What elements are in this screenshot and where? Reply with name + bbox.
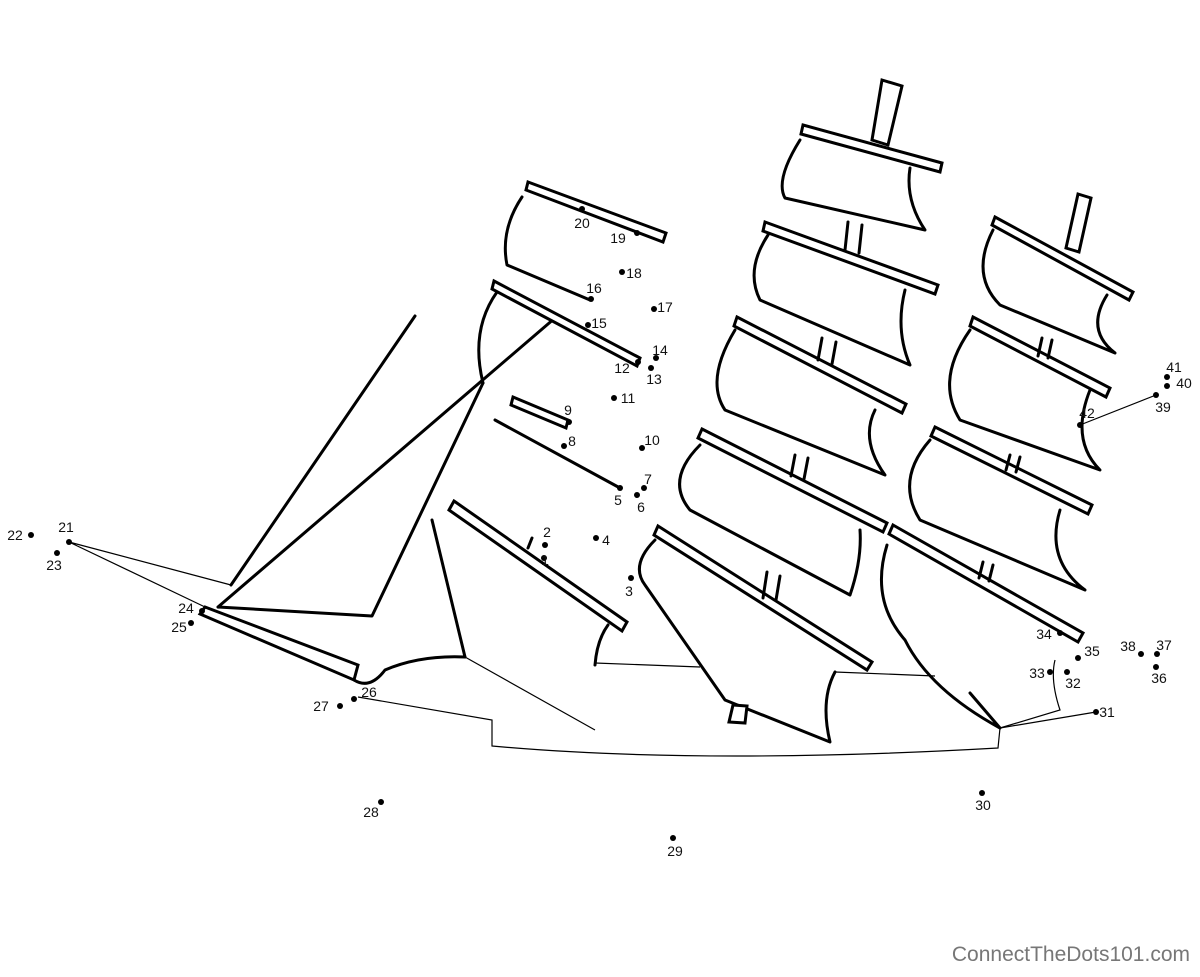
dot-22 — [28, 532, 34, 538]
dot-label: 10 — [644, 432, 660, 448]
dot-37 — [1154, 651, 1160, 657]
dot-label: 15 — [591, 315, 607, 331]
dot-27 — [337, 703, 343, 709]
dot-label: 8 — [568, 433, 576, 449]
bow-curve — [352, 655, 467, 685]
dot-34 — [1057, 630, 1063, 636]
dot-label: 25 — [171, 619, 187, 635]
dot-label: 4 — [602, 532, 610, 548]
dot-label: 19 — [610, 230, 626, 246]
dot-label: 38 — [1120, 638, 1136, 654]
dot-18 — [619, 269, 625, 275]
dot-30 — [979, 790, 985, 796]
dot-23 — [54, 550, 60, 556]
dot-36 — [1153, 664, 1159, 670]
dot-42 — [1077, 422, 1083, 428]
dot-label: 24 — [178, 600, 194, 616]
dot-label: 23 — [46, 557, 62, 573]
dot-label: 20 — [574, 215, 590, 231]
dot-label: 5 — [614, 492, 622, 508]
waterline — [594, 662, 936, 677]
dot-9 — [566, 419, 572, 425]
dot-21 — [66, 539, 72, 545]
dot-label: 32 — [1065, 675, 1081, 691]
dot-label: 39 — [1155, 399, 1171, 415]
dot-label: 34 — [1036, 626, 1052, 642]
dot-24 — [199, 608, 205, 614]
dot-31 — [1093, 709, 1099, 715]
dot-label: 22 — [7, 527, 23, 543]
mizzen-mast — [880, 192, 1157, 730]
dot-label: 35 — [1084, 643, 1100, 659]
dot-33 — [1047, 669, 1053, 675]
dot-label: 3 — [625, 583, 633, 599]
dot-41 — [1164, 374, 1170, 380]
dot-40 — [1164, 383, 1170, 389]
bowsprit — [197, 605, 360, 683]
dot-label: 30 — [975, 797, 991, 813]
dot-35 — [1075, 655, 1081, 661]
dot-label: 17 — [657, 299, 673, 315]
dot-20 — [579, 206, 585, 212]
ship-outline — [68, 78, 1157, 757]
dot-label: 31 — [1099, 704, 1115, 720]
dot-11 — [611, 395, 617, 401]
dot-label: 33 — [1029, 665, 1045, 681]
dot-label: 11 — [621, 390, 636, 406]
dot-7 — [641, 485, 647, 491]
dot-13 — [648, 365, 654, 371]
dot-28 — [378, 799, 384, 805]
dot-8 — [561, 443, 567, 449]
site-watermark: ConnectTheDots101.com — [951, 943, 1190, 966]
dot-38 — [1138, 651, 1144, 657]
dot-label: 37 — [1156, 637, 1172, 653]
jib-sail — [229, 314, 417, 587]
dot-label: 2 — [543, 524, 551, 540]
dot-label: 14 — [652, 342, 668, 358]
dot-label: 1 — [541, 552, 549, 568]
dot-12 — [635, 359, 641, 365]
dot-label: 42 — [1079, 405, 1095, 421]
dot-10 — [639, 445, 645, 451]
dot-15 — [585, 322, 591, 328]
dot-16 — [588, 296, 594, 302]
main-mast — [637, 78, 944, 744]
dot-14 — [653, 355, 659, 361]
dot-2 — [542, 542, 548, 548]
dot-39 — [1153, 392, 1159, 398]
dot-25 — [188, 620, 194, 626]
dot-17 — [651, 306, 657, 312]
dot-label: 12 — [614, 360, 630, 376]
dot-label: 6 — [637, 499, 645, 515]
dot-label: 16 — [586, 280, 602, 296]
dot-4 — [593, 535, 599, 541]
dot-29 — [670, 835, 676, 841]
dot-label: 41 — [1166, 359, 1182, 375]
dot-26 — [351, 696, 357, 702]
dot-label: 29 — [667, 843, 683, 859]
dot-label: 21 — [58, 519, 74, 535]
dot-19 — [634, 230, 640, 236]
dot-label: 13 — [646, 371, 662, 387]
dot-5 — [617, 485, 623, 491]
dot-label: 40 — [1176, 375, 1192, 391]
dot-3 — [628, 575, 634, 581]
dot-label: 18 — [626, 265, 642, 281]
fore-mast — [430, 180, 668, 731]
dot-32 — [1064, 669, 1070, 675]
fore-staysail — [216, 316, 557, 618]
dot-label: 36 — [1151, 670, 1167, 686]
dot-label: 27 — [313, 698, 329, 714]
dot-label: 7 — [644, 471, 652, 487]
dot-1 — [541, 555, 547, 561]
jib-stay — [68, 541, 232, 608]
dot-label: 9 — [564, 402, 572, 418]
dot-label: 28 — [363, 804, 379, 820]
hull — [357, 696, 1097, 757]
dot-label: 26 — [361, 684, 377, 700]
dot-6 — [634, 492, 640, 498]
